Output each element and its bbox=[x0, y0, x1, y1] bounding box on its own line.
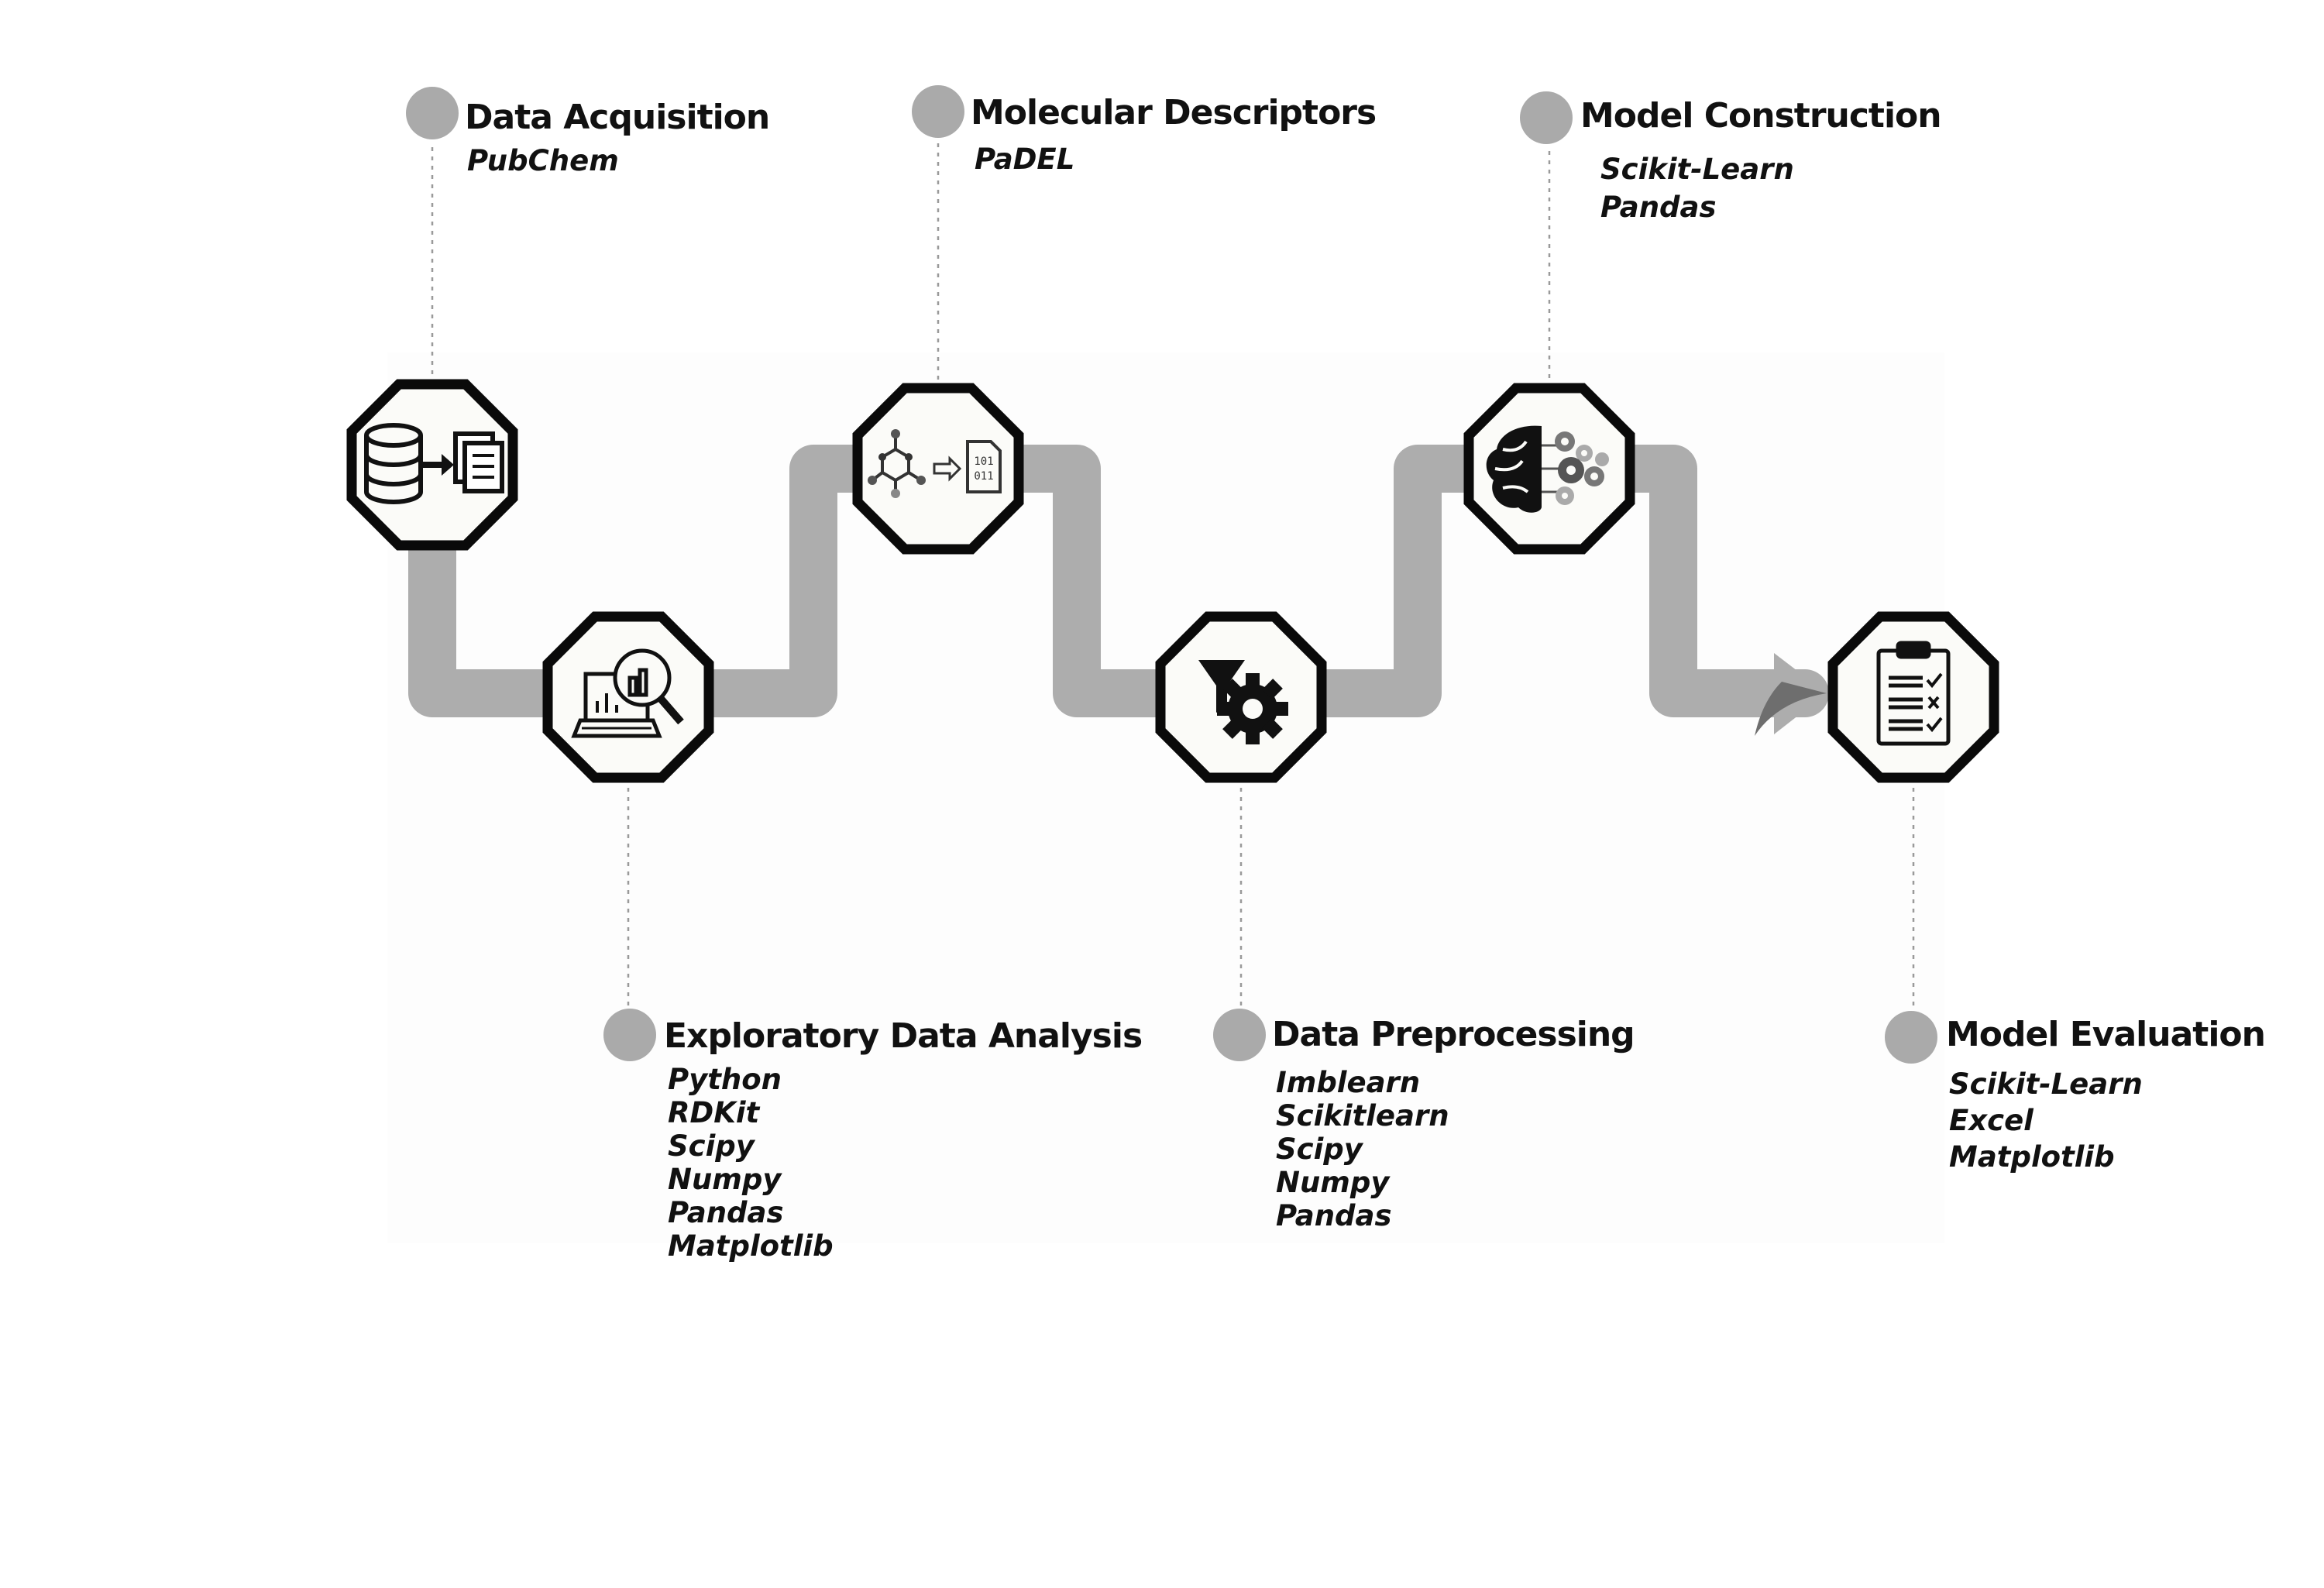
tool-label: Pandas bbox=[1276, 1199, 1392, 1232]
flow-arrow-tip bbox=[1755, 682, 1827, 736]
tool-label: PaDEL bbox=[975, 143, 1075, 176]
stage-icon-molecular-descriptors: 101 011 bbox=[852, 383, 1024, 555]
tool-label: Excel bbox=[1949, 1104, 2033, 1137]
stage-icon-model-construction bbox=[1463, 383, 1635, 555]
brain-gears-icon bbox=[1486, 425, 1609, 513]
molecule-to-binary-icon: 101 011 bbox=[868, 429, 1002, 498]
stage-marker-dot bbox=[406, 87, 459, 139]
tool-label: PubChem bbox=[467, 144, 619, 177]
stage-title: Model Evaluation bbox=[1946, 1015, 2266, 1054]
stage-title: Data Preprocessing bbox=[1272, 1015, 1635, 1054]
background-panel bbox=[387, 352, 1944, 1243]
stage-icon-data-preprocessing bbox=[1155, 611, 1327, 783]
tool-label: Scikit-Learn bbox=[1949, 1067, 2143, 1101]
stage-marker-dot bbox=[912, 85, 964, 138]
stage-icon-exploratory-data-analysis bbox=[542, 611, 714, 783]
stage-tools: Scikit-Learn Excel Matplotlib bbox=[1949, 1066, 2143, 1175]
database-to-documents-icon bbox=[364, 423, 504, 504]
stage-marker-dot bbox=[1213, 1009, 1266, 1061]
stage-tools: Imblearn Scikitlearn Scipy Numpy Pandas bbox=[1276, 1066, 1449, 1232]
stage-title: Data Acquisition bbox=[465, 98, 770, 137]
tool-label: Pandas bbox=[1600, 191, 1717, 224]
tool-label: RDKit bbox=[668, 1096, 760, 1129]
tool-label: Scipy bbox=[668, 1129, 755, 1163]
tool-label: Python bbox=[668, 1063, 782, 1096]
tool-label: Scikit-Learn bbox=[1600, 153, 1794, 186]
tool-label: Numpy bbox=[668, 1163, 782, 1196]
tool-label: Imblearn bbox=[1276, 1066, 1421, 1099]
stage-marker-dot bbox=[1885, 1011, 1937, 1064]
chart-magnifier-icon bbox=[571, 648, 684, 738]
stage-marker-dot bbox=[603, 1009, 656, 1061]
tool-label: Pandas bbox=[668, 1196, 784, 1229]
funnel-gear-icon bbox=[1198, 660, 1288, 744]
stage-icon-model-evaluation bbox=[1827, 611, 1999, 783]
tool-label: Scikitlearn bbox=[1276, 1099, 1449, 1133]
leader-lines bbox=[431, 143, 1915, 1007]
stage-tools: Python RDKit Scipy Numpy Pandas Matplotl… bbox=[668, 1063, 834, 1263]
stage-icon-data-acquisition bbox=[346, 379, 518, 551]
svg-text:011: 011 bbox=[974, 470, 993, 483]
clipboard-checklist-icon bbox=[1876, 641, 1951, 746]
stage-tools: PaDEL bbox=[975, 143, 1074, 176]
tool-label: Matplotlib bbox=[668, 1229, 834, 1263]
tool-label: Numpy bbox=[1276, 1166, 1390, 1199]
stage-tools: Scikit-Learn Pandas bbox=[1600, 150, 1794, 226]
tool-label: Scipy bbox=[1276, 1133, 1363, 1166]
stage-marker-dot bbox=[1520, 91, 1573, 144]
stage-tools: PubChem bbox=[467, 144, 619, 177]
tool-label: Matplotlib bbox=[1949, 1140, 2115, 1174]
stage-title: Molecular Descriptors bbox=[971, 93, 1377, 132]
svg-text:101: 101 bbox=[974, 455, 993, 468]
stage-title: Model Construction bbox=[1580, 96, 1942, 136]
stage-title: Exploratory Data Analysis bbox=[664, 1016, 1143, 1056]
